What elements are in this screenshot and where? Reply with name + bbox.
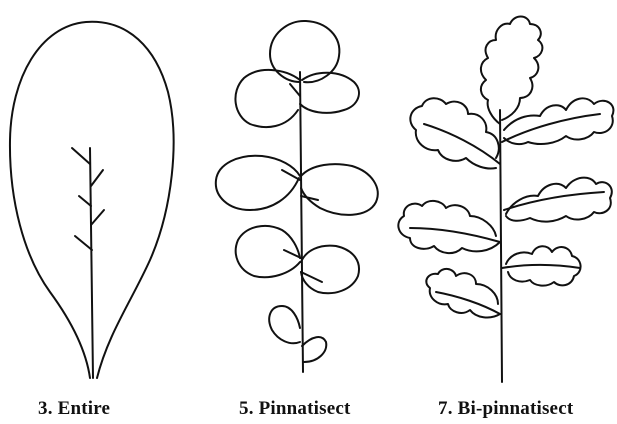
pinnatisect-lobe-mid-left bbox=[216, 156, 300, 210]
entire-leaf-vein-2 bbox=[91, 170, 103, 186]
pinnatisect-leaf-drawing bbox=[216, 21, 378, 372]
entire-leaf-vein-3 bbox=[79, 196, 91, 206]
pinnatisect-lobe-base-left bbox=[269, 306, 300, 343]
entire-leaf-vein-1 bbox=[72, 148, 90, 164]
bipinnatisect-rachis bbox=[500, 110, 502, 382]
pinnatisect-lobe-mid-right bbox=[301, 164, 378, 215]
bipinnatisect-pinna-3-left bbox=[398, 201, 500, 253]
bipinnatisect-terminal-lobe bbox=[481, 17, 542, 125]
bipinnatisect-pinna-3-right-midrib bbox=[502, 265, 580, 268]
pinnatisect-lobe-upper-right bbox=[300, 73, 359, 113]
bipinnatisect-leaf-drawing bbox=[398, 17, 613, 383]
pinnatisect-lobe-base-right bbox=[302, 337, 326, 362]
bipinnatisect-pinna-1-left bbox=[410, 98, 498, 168]
pinnatisect-lobe-upper-left bbox=[235, 70, 300, 127]
entire-leaf-drawing bbox=[10, 22, 174, 378]
caption-entire: 3. Entire bbox=[38, 398, 110, 420]
pinnatisect-vein-1 bbox=[290, 84, 300, 96]
pinnatisect-lobe-low-left bbox=[236, 226, 300, 277]
bipinnatisect-pinna-2-right bbox=[506, 178, 612, 222]
bipinnatisect-pinna-1-left-midrib bbox=[424, 124, 500, 164]
caption-bipinnatisect: 7. Bi-pinnatisect bbox=[438, 398, 573, 420]
bipinnatisect-pinna-3-left-midrib bbox=[410, 228, 500, 242]
pinnatisect-lobe-low-right bbox=[301, 246, 359, 294]
entire-leaf-vein-4 bbox=[91, 210, 104, 225]
caption-pinnatisect: 5. Pinnatisect bbox=[239, 398, 351, 420]
entire-leaf-vein-5 bbox=[75, 236, 92, 250]
